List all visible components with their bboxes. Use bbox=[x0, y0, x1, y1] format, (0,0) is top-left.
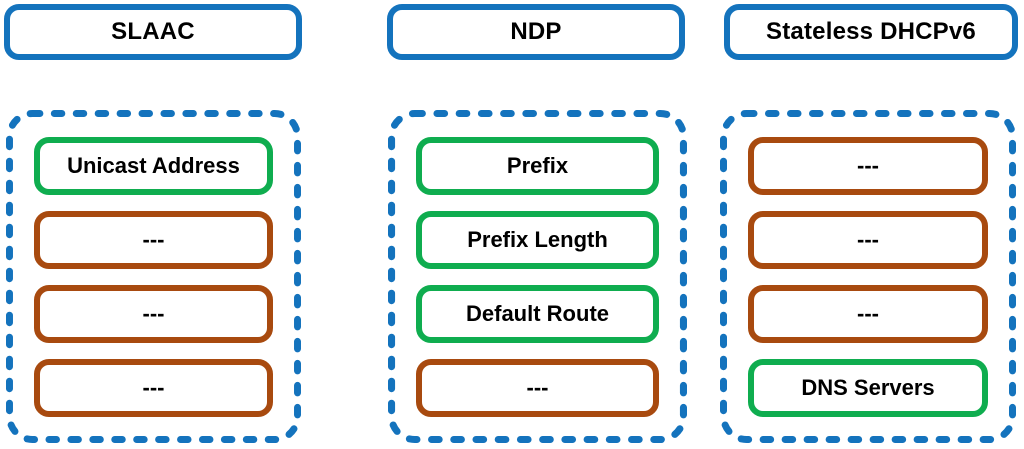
method-header-slaac: SLAAC bbox=[4, 4, 302, 60]
cell-ndp-empty-1: --- bbox=[416, 359, 659, 417]
cell-slaac-empty-1: --- bbox=[34, 211, 273, 269]
cell-label: --- bbox=[526, 375, 549, 400]
cell-ndp-default-route: Default Route bbox=[416, 285, 659, 343]
cell-label: DNS Servers bbox=[801, 375, 935, 400]
cell-dhcpv6-dns-servers: DNS Servers bbox=[748, 359, 988, 417]
cell-label: --- bbox=[142, 375, 165, 400]
method-header-ndp: NDP bbox=[387, 4, 685, 60]
panel-ndp: Prefix Prefix Length Default Route --- bbox=[388, 110, 687, 443]
cell-dhcpv6-empty-1: --- bbox=[748, 137, 988, 195]
cell-slaac-empty-3: --- bbox=[34, 359, 273, 417]
cell-label: --- bbox=[857, 153, 879, 178]
cell-ndp-prefix: Prefix bbox=[416, 137, 659, 195]
cell-label: Unicast Address bbox=[67, 153, 240, 178]
cell-label: Prefix Length bbox=[467, 227, 608, 252]
cell-label: Prefix bbox=[506, 153, 569, 178]
cell-dhcpv6-empty-2: --- bbox=[748, 211, 988, 269]
method-header-stateless-dhcpv6-label: Stateless DHCPv6 bbox=[766, 18, 976, 45]
cell-label: --- bbox=[142, 301, 165, 326]
panel-slaac: Unicast Address --- --- --- bbox=[6, 110, 301, 443]
cell-label: --- bbox=[142, 227, 165, 252]
method-header-ndp-label: NDP bbox=[510, 18, 562, 45]
cell-dhcpv6-empty-3: --- bbox=[748, 285, 988, 343]
cell-slaac-unicast-address: Unicast Address bbox=[34, 137, 273, 195]
panel-stateless-dhcpv6: --- --- --- DNS Servers bbox=[720, 110, 1016, 443]
cell-label: --- bbox=[857, 301, 879, 326]
cell-label: --- bbox=[857, 227, 879, 252]
method-header-slaac-label: SLAAC bbox=[111, 18, 195, 45]
cell-slaac-empty-2: --- bbox=[34, 285, 273, 343]
cell-ndp-prefix-length: Prefix Length bbox=[416, 211, 659, 269]
cell-label: Default Route bbox=[466, 301, 609, 326]
method-header-stateless-dhcpv6: Stateless DHCPv6 bbox=[724, 4, 1018, 60]
